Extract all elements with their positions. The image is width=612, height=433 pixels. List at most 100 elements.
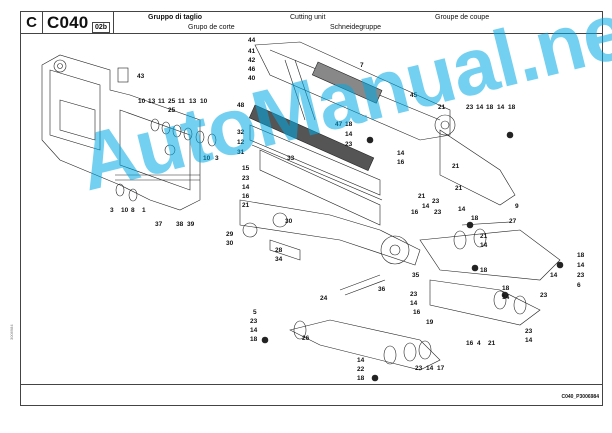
callout: 3 xyxy=(215,155,219,162)
callout: 18 xyxy=(577,252,585,259)
callout: 45 xyxy=(410,92,418,99)
callout: 29 xyxy=(226,231,234,238)
callout: 25 xyxy=(168,98,176,105)
callout: 43 xyxy=(137,73,145,80)
callout: 14 xyxy=(426,365,434,372)
callout-labels: 44 41 42 46 40 7 43 10 13 11 25 11 13 10… xyxy=(110,37,585,382)
callout: 37 xyxy=(155,221,163,228)
callout: 5 xyxy=(253,309,257,316)
callout: 18 xyxy=(486,104,494,111)
callout: 14 xyxy=(242,184,250,191)
page-frame xyxy=(20,11,603,406)
diagram-parts xyxy=(41,41,564,382)
callout: 30 xyxy=(226,240,234,247)
callout: 16 xyxy=(242,193,250,200)
callout: 13 xyxy=(148,98,156,105)
callout: 16 xyxy=(413,309,421,316)
callout: 9 xyxy=(515,203,519,210)
callout: 14 xyxy=(422,203,430,210)
callout: 21 xyxy=(438,104,446,111)
callout: 14 xyxy=(397,150,405,157)
callout: 23 xyxy=(432,198,440,205)
callout: 14 xyxy=(525,337,533,344)
callout: 14 xyxy=(550,272,558,279)
callout: 11 xyxy=(178,98,185,105)
title-en: Cutting unit xyxy=(290,14,326,21)
callout: 33 xyxy=(287,155,295,162)
callout: 23 xyxy=(250,318,258,325)
footer-bar xyxy=(20,384,603,406)
callout: 38 xyxy=(176,221,184,228)
callout: 21 xyxy=(242,202,250,209)
callout: 35 xyxy=(412,272,420,279)
callout: 10 xyxy=(121,207,129,214)
callout: 8 xyxy=(131,207,135,214)
callout: 14 xyxy=(357,357,365,364)
callout: 26 xyxy=(302,335,310,342)
callout: 23 xyxy=(345,141,353,148)
callout: 47 xyxy=(335,121,343,128)
callout: 14 xyxy=(410,300,418,307)
callout: 21 xyxy=(480,233,488,240)
callout: 23 xyxy=(525,328,533,335)
callout: 14 xyxy=(497,104,505,111)
header-divider xyxy=(42,12,43,33)
title-fr: Groupe de coupe xyxy=(435,14,490,21)
callout: 42 xyxy=(248,57,256,64)
callout: 27 xyxy=(509,218,517,225)
callout: 18 xyxy=(250,336,258,343)
callout: 7 xyxy=(360,62,364,69)
callout: 31 xyxy=(237,149,245,156)
callout: 25 xyxy=(168,107,176,114)
callout: 18 xyxy=(502,285,510,292)
callout: 14 xyxy=(458,206,466,213)
callout: 21 xyxy=(418,193,426,200)
callout: 14 xyxy=(476,104,484,111)
callout: 18 xyxy=(471,215,479,222)
callout: 21 xyxy=(488,340,496,347)
callout: 18 xyxy=(508,104,516,111)
callout: 17 xyxy=(437,365,445,372)
callout: 14 xyxy=(502,294,510,301)
callout: 46 xyxy=(248,66,256,73)
callout: 21 xyxy=(455,185,463,192)
callout: 10 xyxy=(203,155,211,162)
callout: 10 xyxy=(200,98,208,105)
callout: 16 xyxy=(411,209,419,216)
callout: 15 xyxy=(242,165,250,172)
callout: 23 xyxy=(434,209,442,216)
callout: 39 xyxy=(187,221,195,228)
callout: 24 xyxy=(320,295,328,302)
callout: 23 xyxy=(577,272,585,279)
header-divider xyxy=(113,12,114,33)
page-subcode: 02b xyxy=(92,22,111,33)
callout: 40 xyxy=(248,75,256,82)
callout: 30 xyxy=(285,218,293,225)
callout: 18 xyxy=(345,121,353,128)
footer-code: C040_P3006984 xyxy=(561,394,599,400)
callout: 14 xyxy=(345,131,353,138)
callout: 11 xyxy=(158,98,165,105)
callout: 23 xyxy=(466,104,474,111)
callout: 48 xyxy=(237,102,245,109)
callout: 13 xyxy=(189,98,197,105)
callout: 22 xyxy=(357,366,365,373)
callout: 4 xyxy=(477,340,481,347)
callout: 34 xyxy=(275,256,283,263)
callout: 18 xyxy=(357,375,365,382)
title-es: Grupo de corte xyxy=(188,24,235,31)
callout: 28 xyxy=(275,247,283,254)
title-de: Schneidegruppe xyxy=(330,24,381,31)
callout: 36 xyxy=(378,286,386,293)
callout: 14 xyxy=(480,242,488,249)
callout: 23 xyxy=(410,291,418,298)
page-code: C040 xyxy=(47,13,89,32)
callout: 32 xyxy=(237,129,245,136)
callout: 23 xyxy=(242,175,250,182)
callout: 41 xyxy=(248,48,256,55)
callout: 14 xyxy=(250,327,258,334)
callout: 23 xyxy=(540,292,548,299)
callout: 44 xyxy=(248,37,256,44)
callout: 19 xyxy=(426,319,434,326)
